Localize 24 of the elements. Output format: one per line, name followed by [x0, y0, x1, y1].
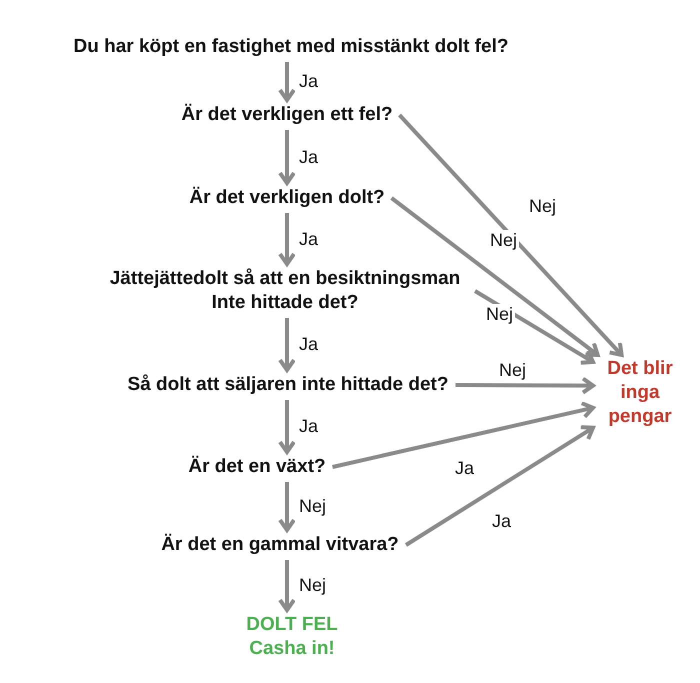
- edge-label: Nej: [488, 230, 520, 250]
- question-text: Så dolt att säljaren inte hittade det?: [124, 372, 452, 398]
- question-text: Är det en gammal vitvara?: [158, 532, 402, 558]
- question-text: Är det verkligen ett fel?: [178, 102, 396, 128]
- question-text: Du har köpt en fastighet med misstänkt dolt fel?: [70, 34, 512, 60]
- arrow: [278, 560, 296, 612]
- outcome-text: Det blir inga pengar: [594, 356, 686, 430]
- arrow: [474, 289, 595, 365]
- question-text: Är det en växt?: [185, 454, 329, 480]
- question-text: Är det verkligen dolt?: [186, 185, 388, 211]
- arrow: [390, 196, 600, 357]
- arrow: [332, 401, 595, 469]
- arrow: [278, 400, 296, 454]
- arrow: [278, 482, 296, 532]
- outcome-text: DOLT FEL Casha in!: [237, 612, 347, 662]
- arrow: [398, 114, 624, 357]
- arrow: [278, 318, 296, 372]
- arrow: [404, 425, 595, 547]
- edge-label: Nej: [484, 304, 516, 324]
- arrow: [278, 62, 296, 102]
- arrow: [278, 213, 296, 266]
- arrow: [278, 130, 296, 185]
- question-text: Jättejättedolt så att en besiktningsman Inte hittade det?: [99, 266, 471, 316]
- arrow: [456, 376, 595, 395]
